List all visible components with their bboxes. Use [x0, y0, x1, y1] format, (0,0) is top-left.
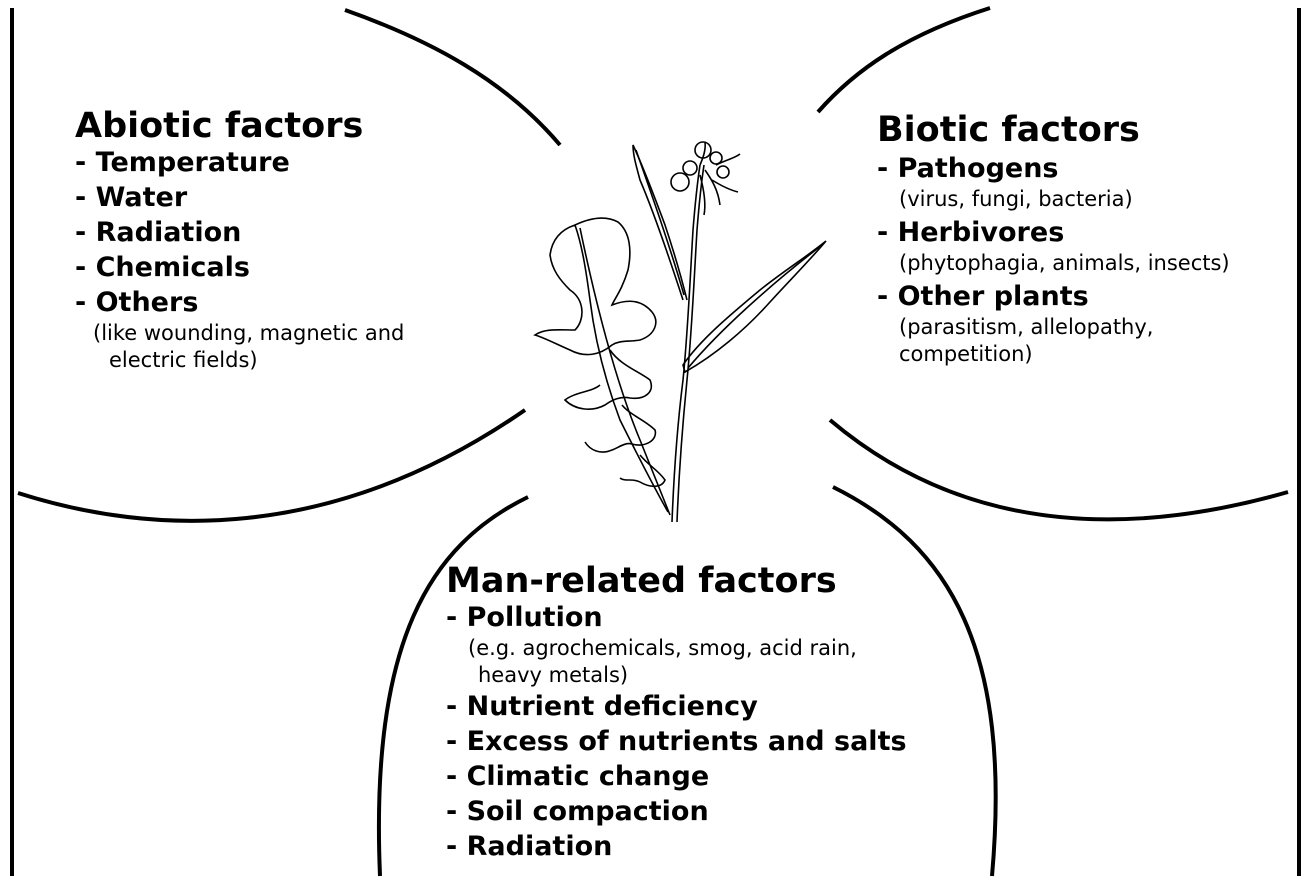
- biotic-item-herbivores: - Herbivores: [877, 215, 1230, 250]
- biotic-note-line1: (parasitism, allelopathy,: [899, 315, 1153, 339]
- biotic-title: Biotic factors: [877, 111, 1230, 149]
- biotic-arc-top: [818, 8, 990, 112]
- biotic-note-pathogens: (virus, fungi, bacteria): [899, 186, 1230, 213]
- man-item: - Nutrient deficiency: [446, 689, 907, 724]
- abiotic-note-line1: (like wounding, magnetic and: [93, 321, 404, 345]
- biotic-arc-bottom: [830, 420, 1288, 519]
- biotic-factors-group: Biotic factors - Pathogens (virus, fungi…: [877, 111, 1230, 368]
- abiotic-item: - Others: [75, 285, 404, 320]
- man-item: - Excess of nutrients and salts: [446, 724, 907, 759]
- biotic-item-pathogens: - Pathogens: [877, 151, 1230, 186]
- biotic-note-line2: competition): [899, 341, 1230, 368]
- man-item: - Climatic change: [446, 759, 907, 794]
- biotic-item-other-plants: - Other plants: [877, 279, 1230, 314]
- man-title: Man-related factors: [446, 562, 907, 600]
- abiotic-item: - Temperature: [75, 145, 404, 180]
- abiotic-factors-group: Abiotic factors - Temperature - Water - …: [75, 107, 404, 374]
- abiotic-arc-bottom: [18, 410, 525, 521]
- man-item-pollution: - Pollution: [446, 600, 907, 635]
- man-item: - Soil compaction: [446, 794, 907, 829]
- abiotic-item: - Radiation: [75, 215, 404, 250]
- abiotic-note-line2: electric fields): [93, 347, 404, 374]
- biotic-note-other-plants: (parasitism, allelopathy, competition): [899, 314, 1230, 368]
- man-item: - Radiation: [446, 829, 907, 864]
- abiotic-note: (like wounding, magnetic and electric fi…: [93, 320, 404, 374]
- man-note-line1: (e.g. agrochemicals, smog, acid rain,: [468, 636, 857, 660]
- abiotic-title: Abiotic factors: [75, 107, 404, 145]
- biotic-note-herbivores: (phytophagia, animals, insects): [899, 250, 1230, 277]
- man-related-factors-group: Man-related factors - Pollution (e.g. ag…: [446, 562, 907, 864]
- abiotic-item: - Chemicals: [75, 250, 404, 285]
- abiotic-item: - Water: [75, 180, 404, 215]
- plant-icon: [535, 142, 826, 522]
- man-note-pollution: (e.g. agrochemicals, smog, acid rain, he…: [468, 635, 907, 689]
- man-note-line2: heavy metals): [468, 662, 907, 689]
